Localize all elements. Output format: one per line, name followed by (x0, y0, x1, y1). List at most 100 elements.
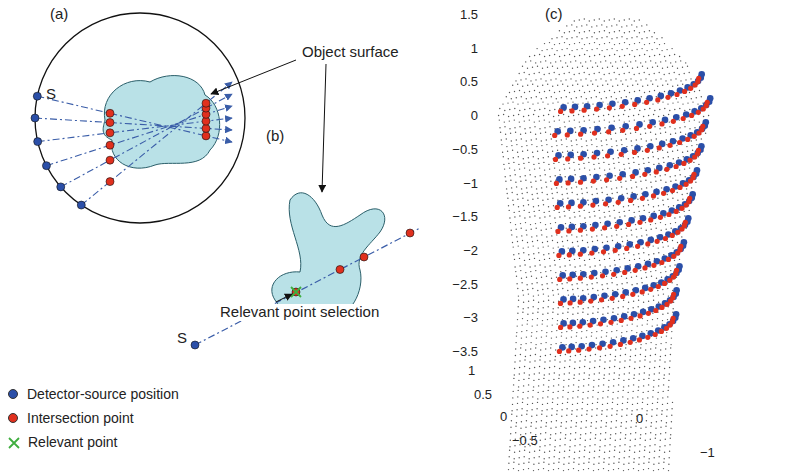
cloud-dot (602, 289, 603, 290)
cloud-dot (597, 318, 598, 319)
cloud-dot (591, 144, 592, 145)
cloud-dot (629, 109, 630, 110)
cloud-dot (636, 49, 637, 50)
scan-ray (38, 118, 232, 142)
cloud-dot (649, 43, 650, 44)
cloud-dot (648, 162, 649, 163)
cloud-dot (619, 119, 620, 120)
cloud-dot (564, 215, 565, 216)
cloud-dot (634, 20, 635, 21)
cloud-dot (601, 336, 602, 337)
cloud-dot (627, 66, 628, 67)
cloud-dot (551, 138, 552, 139)
cloud-dot (617, 85, 618, 86)
intersection-dot (336, 266, 344, 274)
cloud-dot (680, 60, 681, 61)
cloud-dot (526, 230, 527, 231)
cloud-dot (665, 224, 666, 225)
cloud-dot (588, 115, 589, 116)
cloud-dot (589, 91, 590, 92)
cloud-dot (527, 200, 528, 201)
cloud-dot (536, 48, 537, 49)
cloud-dot (667, 241, 668, 242)
cloud-dot (542, 289, 543, 290)
cloud-dot (694, 119, 695, 120)
cloud-dot (592, 194, 593, 195)
cloud-dot (517, 103, 518, 104)
cloud-dot (566, 235, 567, 236)
cloud-dot (689, 109, 690, 110)
cloud-dot (701, 138, 702, 139)
cloud-dot (565, 176, 566, 177)
cloud-dot (646, 234, 647, 235)
cloud-dot (579, 126, 580, 127)
cloud-dot (587, 314, 588, 315)
cloud-dot (620, 60, 621, 61)
cloud-dot (670, 344, 671, 345)
cloud-dot (531, 229, 532, 230)
cloud-dot (597, 66, 598, 67)
cloud-dot (518, 245, 519, 246)
cloud-dot (584, 92, 585, 93)
cloud-dot (679, 259, 680, 260)
cloud-dot (587, 85, 588, 86)
cloud-dot (660, 180, 661, 181)
cloud-dot (637, 67, 638, 68)
cloud-dot (583, 163, 584, 164)
cloud-dot (614, 260, 615, 261)
cloud-dot (614, 264, 615, 265)
cloud-dot (530, 174, 531, 175)
cloud-dot (599, 260, 600, 261)
cloud-dot (663, 162, 664, 163)
cloud-dot (551, 235, 552, 236)
cloud-dot (624, 55, 625, 56)
cloud-dot (579, 211, 580, 212)
cloud-dot (640, 79, 641, 80)
cloud-dot (514, 216, 515, 217)
cloud-dot (540, 61, 541, 62)
cloud-dot (537, 102, 538, 103)
cloud-dot (638, 156, 639, 157)
cloud-dot (627, 324, 628, 325)
cloud-dot (526, 277, 527, 278)
cloud-dot (628, 158, 629, 159)
cloud-dot (520, 79, 521, 80)
cloud-dot (589, 119, 590, 120)
cloud-dot (499, 127, 500, 128)
cloud-dot (597, 324, 598, 325)
cloud-dot (658, 158, 659, 159)
cloud-dot (639, 73, 640, 74)
cloud-dot (604, 259, 605, 260)
cloud-dot (636, 186, 637, 187)
cloud-dot (568, 247, 569, 248)
cloud-dot (638, 300, 639, 301)
cloud-dot (660, 272, 661, 273)
cloud-dot (569, 260, 570, 261)
cloud-dot (534, 55, 535, 56)
cloud-dot (619, 169, 620, 170)
cloud-dot (585, 356, 586, 357)
cloud-dot (589, 74, 590, 75)
cloud-dot (499, 119, 500, 120)
cloud-dot (532, 84, 533, 85)
cloud-dot (540, 133, 541, 134)
cloud-dot (533, 245, 534, 246)
cloud-dot (594, 32, 595, 33)
cloud-dot (634, 74, 635, 75)
cloud-dot (679, 216, 680, 217)
cloud-dot (585, 222, 586, 223)
cloud-dot (609, 42, 610, 43)
cloud-dot (502, 152, 503, 153)
cloud-dot (654, 73, 655, 74)
cloud-dot (580, 270, 581, 271)
relevant-mark (291, 287, 301, 297)
cloud-dot (529, 91, 530, 92)
cloud-dot (595, 79, 596, 80)
cloud-dot (504, 121, 505, 122)
cloud-dot (540, 180, 541, 181)
cloud-dot (603, 162, 604, 163)
cloud-dot (577, 199, 578, 200)
cloud-dot (611, 188, 612, 189)
cloud-dot (598, 116, 599, 117)
cloud-dot (513, 246, 514, 247)
